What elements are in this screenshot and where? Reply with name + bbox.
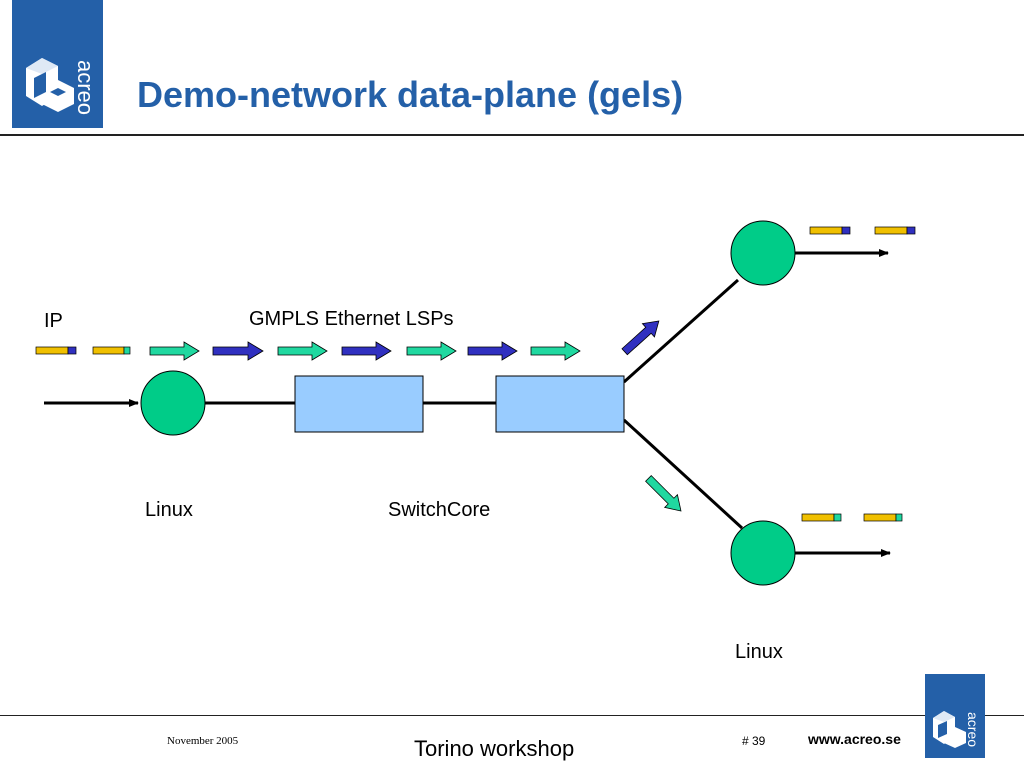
lsp-arrow-green-down — [645, 475, 682, 512]
ip-packet — [809, 226, 851, 235]
ip-packet — [801, 513, 842, 522]
lsp-arrow-blue — [212, 341, 264, 361]
link-switch2-bottom-node — [622, 418, 744, 530]
ip-packet — [35, 346, 77, 355]
linux-node-top-right — [730, 220, 796, 286]
footer-date: November 2005 — [167, 735, 239, 747]
switchcore-box-1 — [294, 375, 424, 433]
footer-url: www.acreo.se — [808, 731, 901, 747]
page-number: # 39 — [742, 734, 766, 748]
switchcore-box-2 — [495, 375, 625, 433]
linux-label-right: Linux — [735, 641, 783, 663]
page-title: Demo-network data-plane (gels) — [137, 74, 684, 115]
lsp-arrow-blue — [467, 341, 518, 361]
logo-small-wordmark: acreo — [965, 712, 981, 748]
footer-divider — [0, 715, 1024, 716]
lsp-arrow-green — [406, 341, 457, 361]
acreo-logo-mark — [26, 58, 74, 112]
header-divider — [0, 134, 1024, 136]
acreo-logo-small: acreo — [925, 674, 985, 758]
acreo-logo-small-mark — [933, 711, 966, 748]
ip-packet — [92, 346, 131, 355]
lsp-arrow-green — [277, 341, 328, 361]
linux-node-bottom-right — [730, 520, 796, 586]
link-switch2-top-node — [622, 278, 740, 384]
ip-packet — [863, 513, 903, 522]
linux-node-left — [140, 370, 206, 436]
lsp-arrow-blue-up — [621, 320, 660, 356]
lsp-arrow-green — [149, 341, 200, 361]
acreo-logo: acreo — [12, 0, 103, 128]
linux-label-left: Linux — [145, 499, 193, 521]
ip-packet — [874, 226, 916, 235]
footer-event: Torino workshop — [414, 736, 575, 761]
ip-label: IP — [44, 310, 63, 332]
switchcore-label: SwitchCore — [388, 499, 491, 521]
lsp-arrow-green — [530, 341, 581, 361]
lsp-label: GMPLS Ethernet LSPs — [249, 308, 454, 330]
lsp-arrow-blue — [341, 341, 392, 361]
